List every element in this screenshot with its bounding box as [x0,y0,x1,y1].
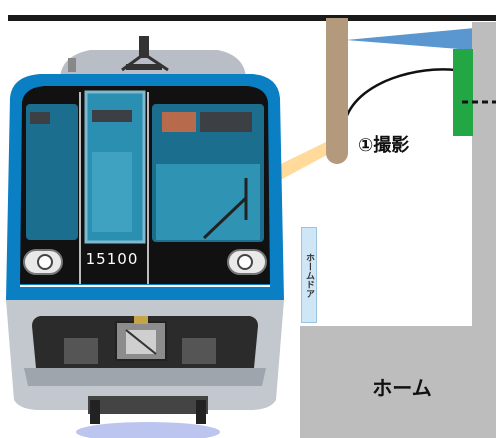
train-skirt [24,368,266,386]
door-window-inner-2 [92,152,132,232]
coupler-right-block [182,338,216,364]
camera-pole-top [326,18,348,32]
platform-label: ホーム [372,376,432,400]
wheel-left [90,400,100,424]
camera-pole [326,22,348,164]
headlight-right-lamp [237,254,253,270]
coupler-diag [125,329,157,355]
train-number: 15100 [85,250,139,268]
pantograph-bar [126,64,162,70]
window-right-lower [156,164,260,240]
track-shadow [76,422,220,438]
blue-light-beam [346,26,496,52]
pantograph-base [139,36,149,58]
destination-display [162,112,196,132]
coupler-left-block [64,338,98,364]
window-right-panel [200,112,252,132]
coupler-top-tab [134,316,148,324]
camera-cable [344,68,456,119]
headlight-left-lamp [37,254,53,270]
wheel-right [196,400,206,424]
green-signal [453,49,473,136]
platform-floor [300,326,496,438]
wiper [202,196,248,240]
overhead-beam [8,15,496,21]
face-stripe [18,284,272,300]
platform-door-label: ホームドア [301,227,317,323]
window-left [26,104,78,240]
roof-horn [68,58,76,72]
window-left-glare [30,112,50,124]
platform-wall [472,22,496,328]
camera-caption: ①撮影 [358,135,410,156]
door-window-inner [92,110,132,122]
bogie [88,396,208,414]
